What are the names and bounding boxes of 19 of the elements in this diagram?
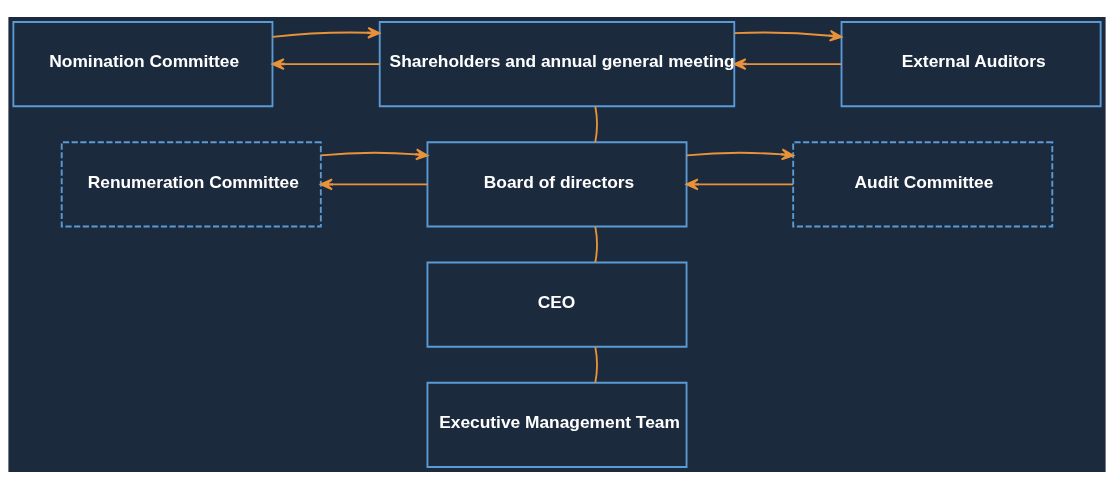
node-box: CEO [426, 261, 688, 348]
connector [594, 346, 598, 384]
node-box: Executive Management Team [426, 381, 688, 468]
node-box: Board of directors [426, 141, 688, 228]
connector [594, 105, 598, 144]
node-box: Audit Committee [792, 141, 1054, 228]
arrow [271, 58, 381, 71]
arrow [733, 29, 843, 42]
connector [594, 225, 598, 264]
arrow [320, 148, 429, 161]
arrow [733, 58, 843, 71]
node-box: Renumeration Committee [60, 141, 322, 228]
node-box: Nomination Committee [12, 21, 274, 108]
node-box: Shareholders and annual general meeting [378, 21, 736, 108]
arrow [271, 26, 381, 39]
arrow [685, 178, 795, 191]
arrow [685, 148, 795, 161]
node-box: External Auditors [840, 21, 1102, 108]
arrow [320, 178, 429, 191]
